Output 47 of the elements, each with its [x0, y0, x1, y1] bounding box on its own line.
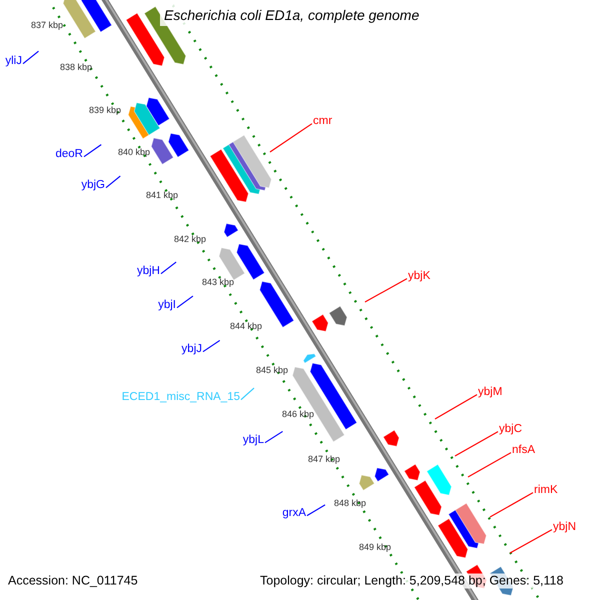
leader-line	[160, 262, 176, 274]
gene-label: ybjI	[158, 299, 176, 313]
gene-label: ybjH	[136, 265, 160, 279]
leader-line	[176, 296, 194, 308]
gene-label: ybjN	[553, 521, 576, 535]
scale-label: 843 kbp	[202, 277, 234, 288]
leader-line	[264, 431, 283, 444]
gene-label: yliJ	[5, 55, 22, 69]
scale-label: 849 kbp	[359, 542, 392, 553]
leader-line	[84, 144, 102, 158]
gene-label: cmr	[313, 115, 332, 129]
gene-label: ybjG	[81, 179, 105, 193]
leader-line	[240, 388, 254, 400]
footer-text: Accession: NC_011745	[8, 574, 138, 588]
footer-text: Topology: circular; Length: 5,209,548 bp; Genes: 5,118	[260, 574, 564, 588]
leader-line	[106, 176, 121, 188]
leader-line	[22, 50, 39, 64]
scale-label: 842 kbp	[174, 234, 206, 245]
gene-label: ybjJ	[182, 343, 202, 357]
leader-line	[270, 123, 312, 152]
gene-label: ybjC	[499, 423, 522, 437]
scale-label: 846 kbp	[282, 409, 314, 420]
gene-label: ybjM	[478, 386, 502, 400]
gene-label: nfsA	[512, 444, 536, 458]
leader-line	[364, 278, 408, 302]
gene-label: ybjL	[242, 434, 264, 448]
scale-label: 847 kbp	[308, 454, 340, 465]
gene-label: rimK	[534, 484, 558, 498]
leader-line	[468, 452, 512, 478]
leader-line	[434, 394, 478, 420]
scale-label: 838 kbp	[60, 62, 92, 73]
scale-label: 848 kbp	[334, 498, 366, 509]
scale-label: 841 kbp	[146, 190, 178, 201]
leader-line	[510, 529, 552, 554]
leader-line	[490, 492, 534, 518]
scale-label: 840 kbp	[118, 147, 150, 158]
gene-label: deoR	[56, 148, 83, 162]
scale-label: 845 kbp	[256, 365, 288, 376]
leader-line	[306, 504, 326, 516]
scale-label: 844 kbp	[230, 321, 262, 332]
scale-label: 837 kbp	[31, 20, 64, 31]
gene-label: grxA	[282, 507, 306, 521]
scale-label: 839 kbp	[89, 105, 122, 116]
gene-label: ybjK	[408, 270, 430, 284]
leader-line	[202, 340, 220, 352]
leader-line	[454, 431, 498, 456]
gene-label: ECED1_misc_RNA_15	[122, 391, 240, 405]
